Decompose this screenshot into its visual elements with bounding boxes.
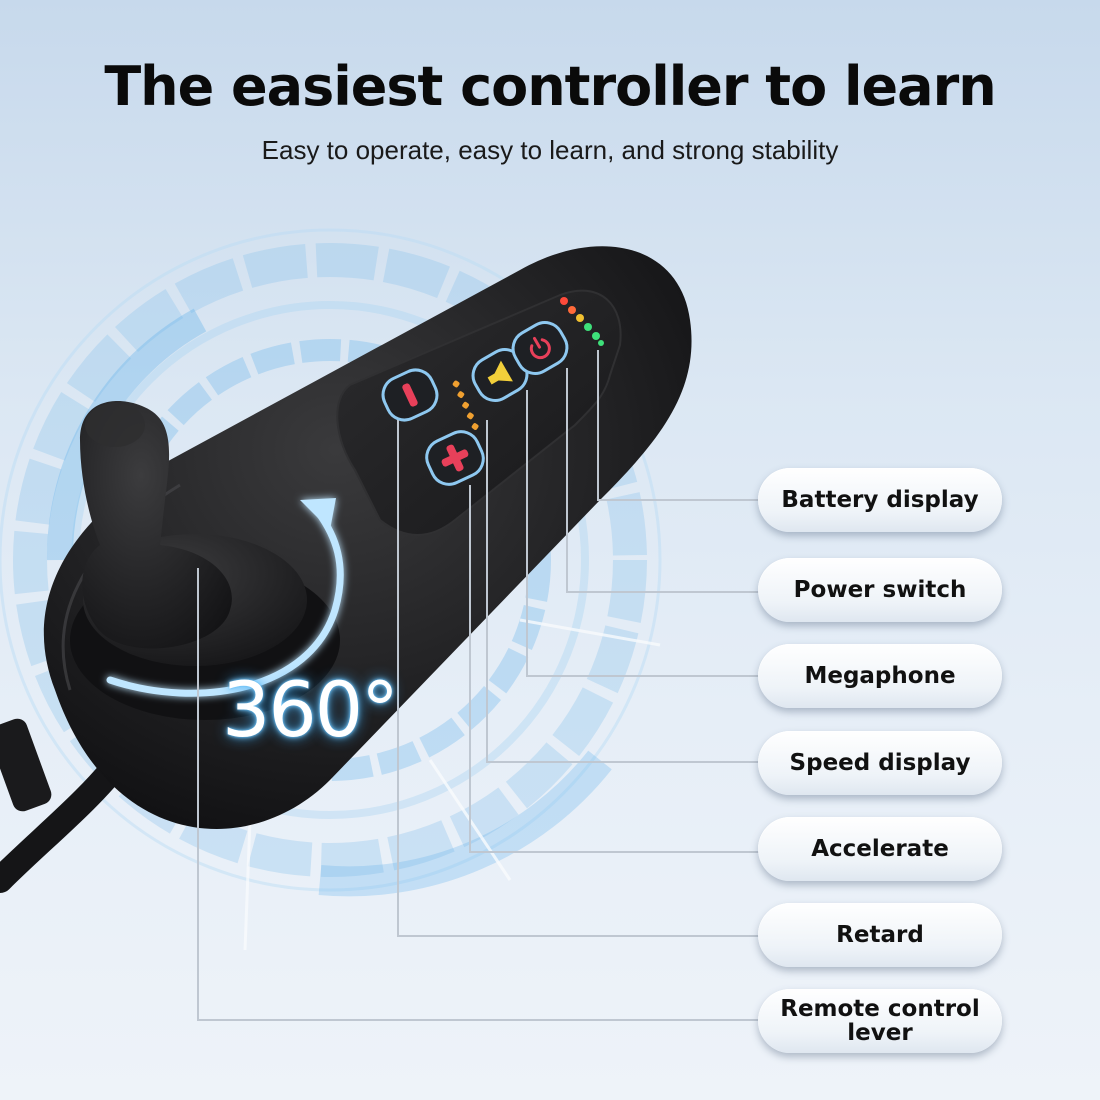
callout-speed-display: Speed display <box>758 731 1002 795</box>
plus-icon <box>441 444 469 472</box>
callout-remote-control-lever: Remote control lever <box>758 989 1002 1053</box>
plus-button[interactable] <box>421 426 489 491</box>
callout-accelerate: Accelerate <box>758 817 1002 881</box>
callout-label: Remote control lever <box>780 996 980 1046</box>
horn-icon <box>487 360 513 385</box>
rotation-badge: 360° <box>222 665 399 754</box>
callout-retard: Retard <box>758 903 1002 967</box>
rotation-arrow <box>106 498 344 697</box>
callout-label: Speed display <box>789 750 971 776</box>
callout-label: Retard <box>836 922 924 948</box>
callout-battery-display: Battery display <box>758 468 1002 532</box>
minus-button[interactable] <box>377 364 443 426</box>
minus-icon <box>402 383 418 407</box>
callout-megaphone: Megaphone <box>758 644 1002 708</box>
power-icon <box>529 336 551 360</box>
callout-power-switch: Power switch <box>758 558 1002 622</box>
page-title: The easiest controller to learn <box>104 55 996 118</box>
horn-button[interactable] <box>466 343 533 407</box>
power-button[interactable] <box>506 316 573 380</box>
callout-label: Megaphone <box>804 663 956 689</box>
callout-label: Accelerate <box>811 836 949 862</box>
page-subtitle: Easy to operate, easy to learn, and stro… <box>261 135 839 165</box>
callout-label: Battery display <box>781 487 979 513</box>
cable-mount <box>0 718 52 812</box>
callout-label: Power switch <box>793 577 967 603</box>
leader-lines <box>197 350 760 1021</box>
speed-indicator <box>452 380 479 430</box>
battery-indicator <box>560 297 604 346</box>
